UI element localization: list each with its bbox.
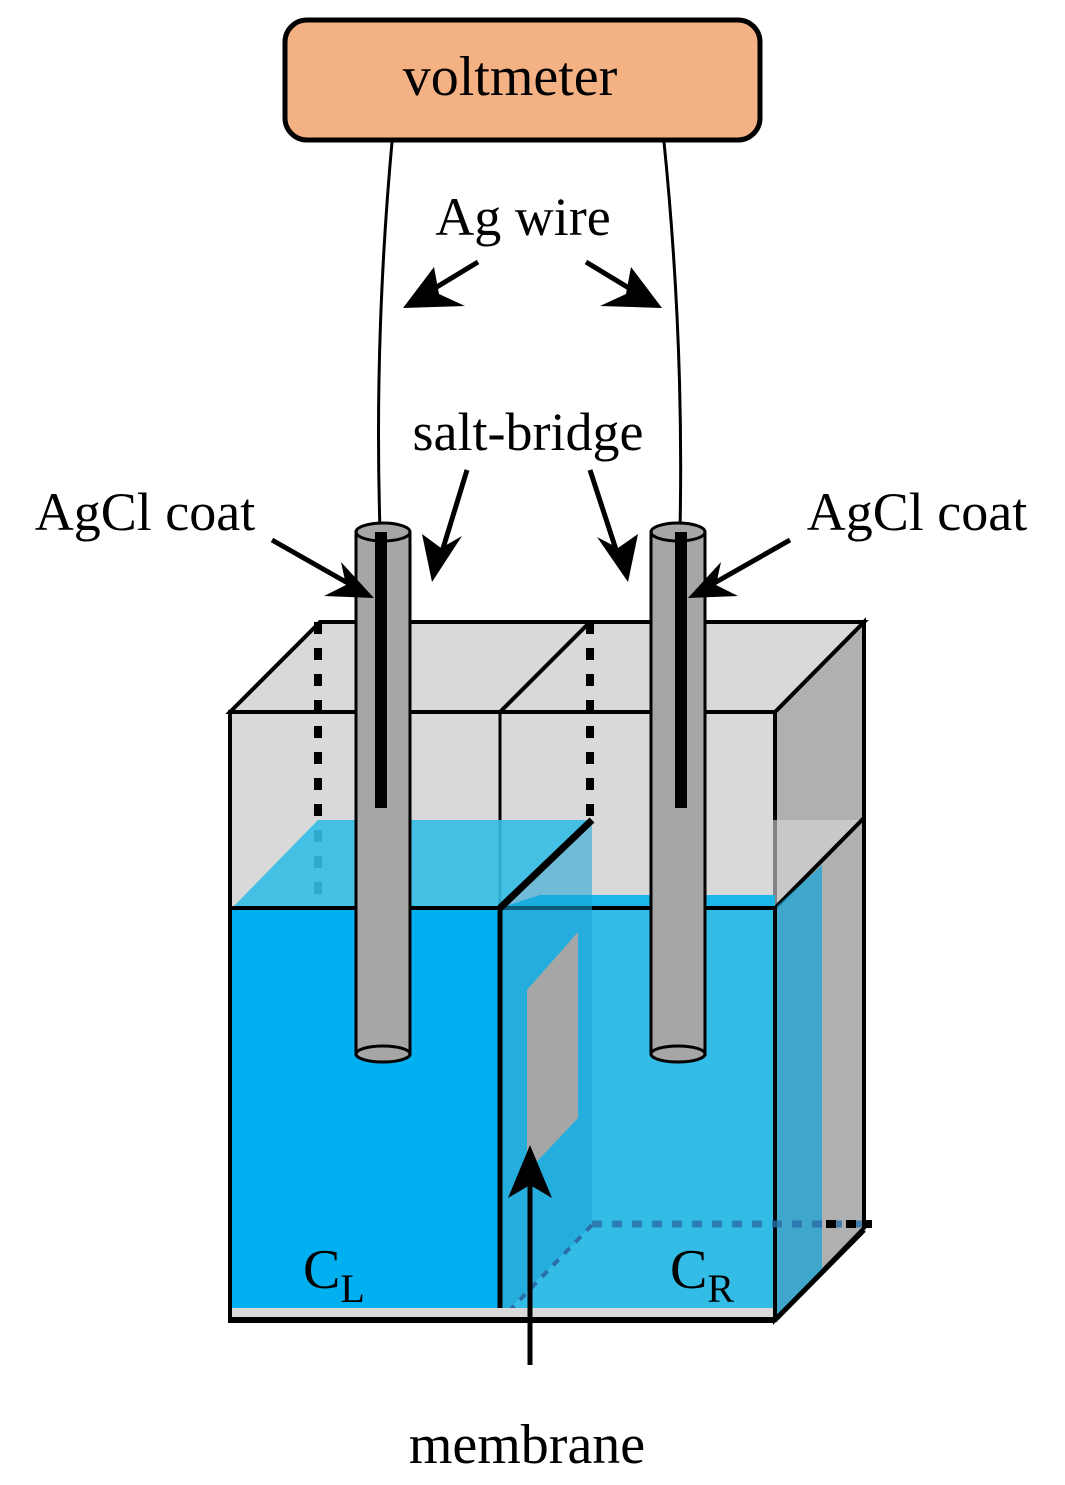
- right-agcl-coat: [675, 532, 687, 808]
- membrane-label: membrane: [409, 1414, 645, 1476]
- c-left-sub: L: [340, 1266, 364, 1311]
- agcl-coat-right-label: AgCl coat: [807, 482, 1027, 542]
- salt-bridge-arrow-left: [422, 469, 470, 582]
- c-right-main: C: [670, 1239, 707, 1301]
- cell-bottom-diagonal: [773, 1228, 866, 1322]
- left-electrode: [354, 521, 412, 1064]
- agcl-coat-left-label: AgCl coat: [35, 482, 255, 542]
- c-left-label: CL: [303, 1239, 365, 1311]
- voltmeter-box: [282, 17, 763, 143]
- ag-wire-arrow-right: [584, 259, 662, 308]
- cell-bottom-strip: [232, 1308, 773, 1318]
- ag-wire-label: Ag wire: [435, 187, 610, 247]
- divider-top-edge: [498, 620, 592, 714]
- c-right-label: CR: [670, 1239, 734, 1311]
- c-right-sub: R: [707, 1266, 734, 1311]
- salt-bridge-label: salt-bridge: [413, 402, 644, 462]
- agcl-coat-arrow-left: [270, 537, 374, 598]
- ag-wire-left: [377, 141, 394, 531]
- agcl-coat-arrow-right: [688, 537, 792, 598]
- ag-wire-arrow-left: [403, 259, 480, 308]
- salt-bridge-arrow-right: [587, 469, 638, 582]
- membrane: [527, 932, 578, 1172]
- left-agcl-coat: [375, 532, 387, 808]
- ag-wire-right: [662, 141, 683, 531]
- right-electrode: [649, 521, 707, 1064]
- divider-edge-diagonal: [497, 817, 595, 911]
- hidden-diagonal-bottom: [508, 1223, 594, 1312]
- voltmeter-label: voltmeter: [403, 46, 618, 108]
- right-side-solution: [775, 865, 822, 1320]
- c-left-main: C: [303, 1239, 340, 1301]
- membrane-arrow: [508, 1145, 552, 1365]
